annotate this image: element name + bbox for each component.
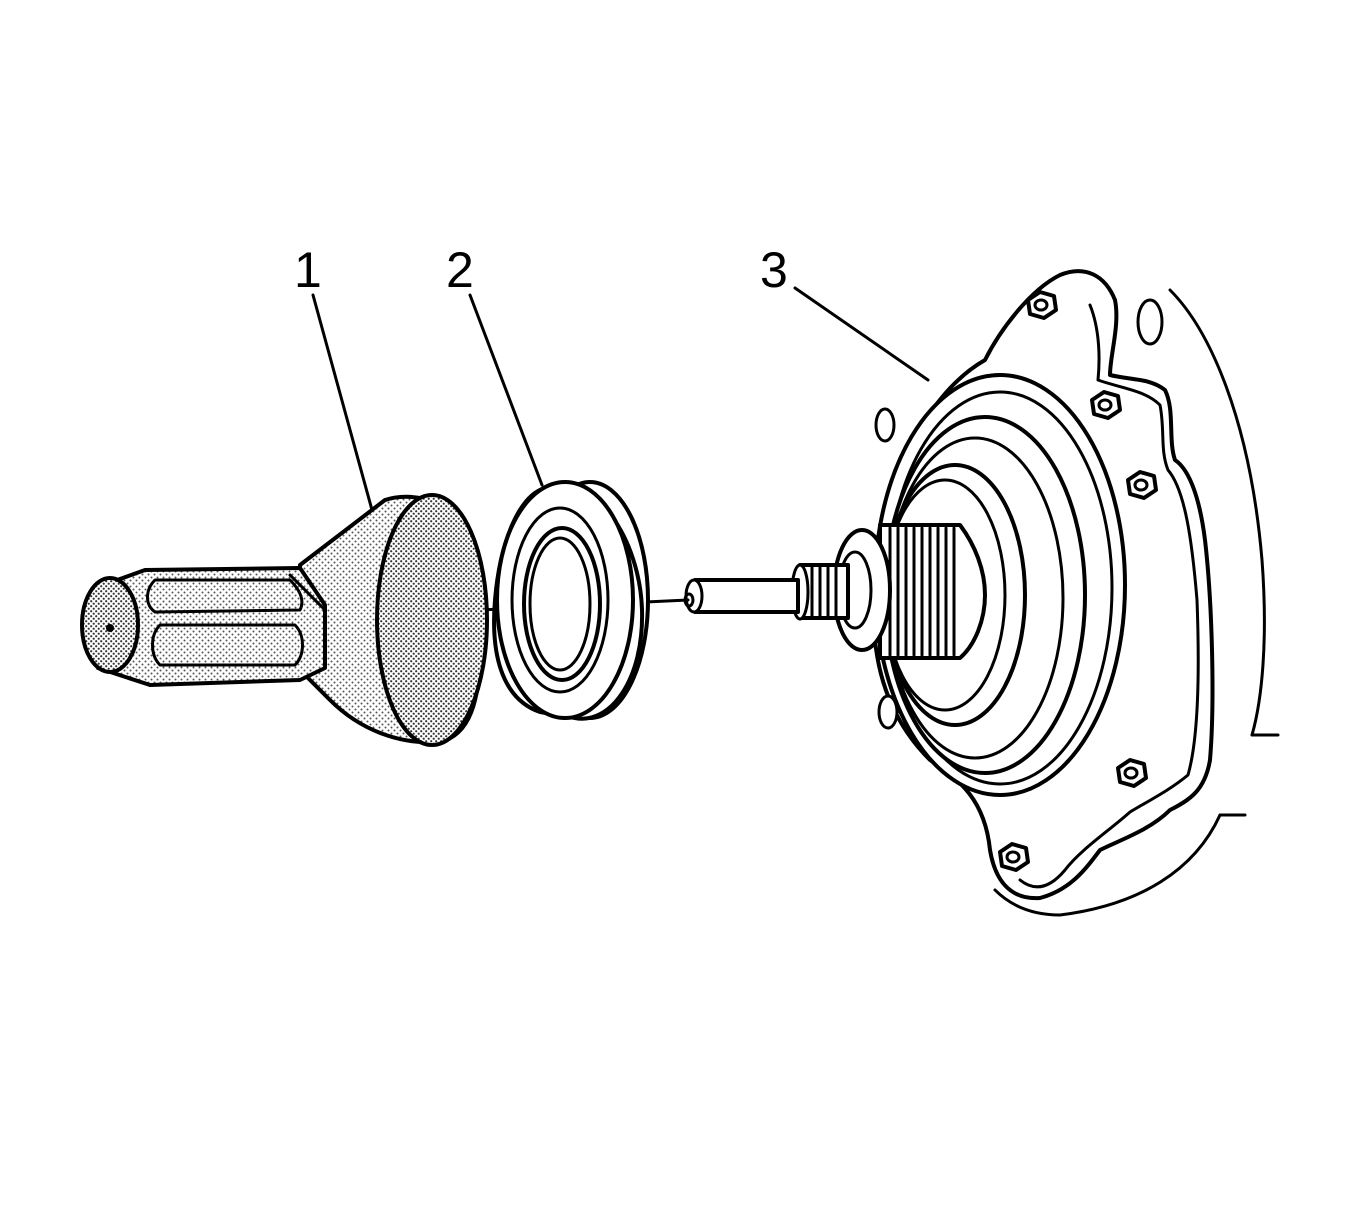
callout-1: 1 xyxy=(294,242,374,512)
callout-2: 2 xyxy=(446,242,544,487)
oil-seal xyxy=(492,480,650,721)
bolt-icon xyxy=(1026,290,1058,320)
bolt-icon xyxy=(1126,470,1158,500)
callout-label-2: 2 xyxy=(446,242,474,298)
bolt-icon xyxy=(998,842,1030,872)
housing-with-shaft xyxy=(683,269,1280,917)
callout-label-3: 3 xyxy=(760,242,788,298)
bolt-icon xyxy=(1090,390,1122,420)
bolt-icon xyxy=(1116,758,1148,788)
seal-installer-tool xyxy=(80,493,489,747)
callout-label-1: 1 xyxy=(294,242,322,298)
callout-3: 3 xyxy=(760,242,930,382)
